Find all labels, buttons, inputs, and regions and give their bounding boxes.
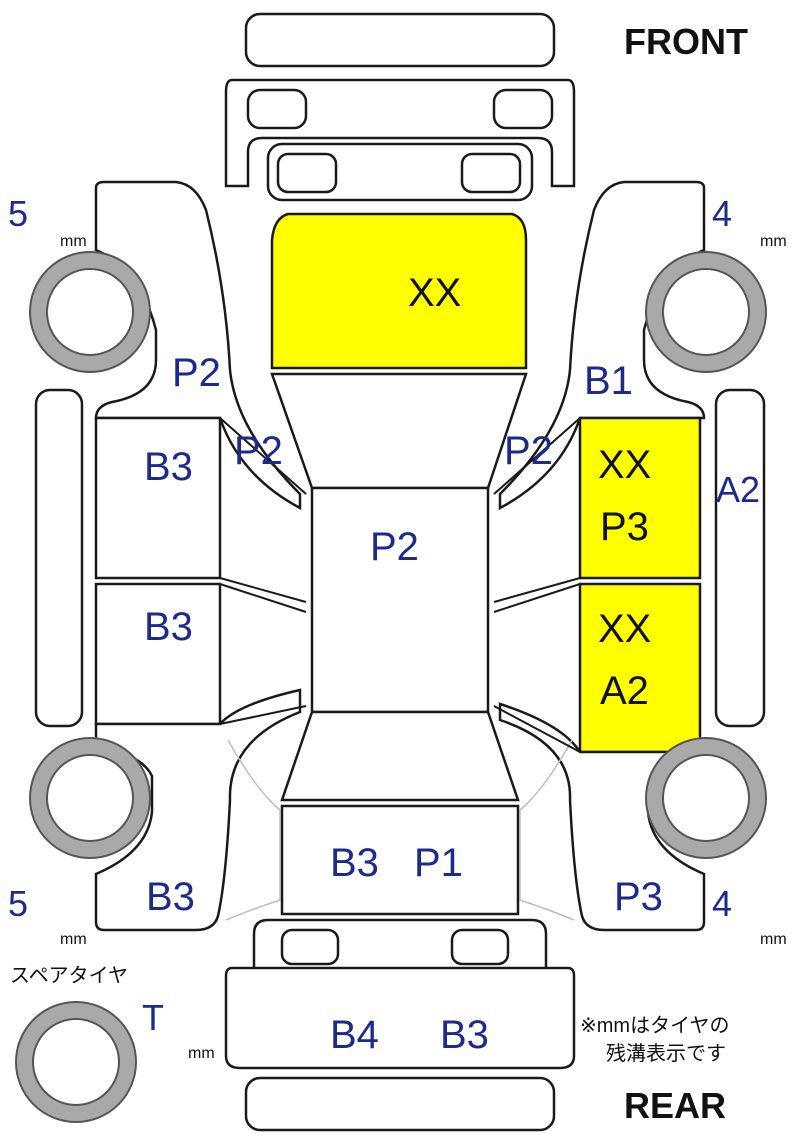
- foglight-right[interactable]: [460, 152, 522, 194]
- tire-spare[interactable]: [15, 1001, 137, 1123]
- code-right-front-door-2: P3: [600, 505, 649, 549]
- rear-panel[interactable]: [224, 966, 576, 1070]
- right-c-pillar-line: [493, 705, 581, 753]
- trunk[interactable]: [280, 804, 520, 916]
- tire-rear-right[interactable]: [645, 737, 767, 859]
- code-left-rear-door: B3: [144, 605, 193, 649]
- left-front-fender[interactable]: [94, 180, 302, 511]
- front-label: FRONT: [624, 21, 748, 62]
- front-grille-area[interactable]: [224, 78, 576, 188]
- rear-bumper[interactable]: [244, 1076, 556, 1132]
- code-hood: XX: [408, 271, 461, 315]
- windshield[interactable]: [270, 372, 528, 490]
- right-rocker[interactable]: [714, 388, 766, 728]
- right-a-pillar-line: [493, 417, 581, 495]
- rear-window[interactable]: [280, 710, 520, 802]
- code-right-rear-door-2: A2: [600, 669, 649, 713]
- code-right-quarter: P3: [614, 875, 663, 919]
- note-line-2: 残溝表示です: [606, 1042, 726, 1065]
- rear-label: REAR: [624, 1085, 726, 1126]
- code-left-pillar-front: P2: [234, 429, 283, 473]
- tire-unit-rear-right: mm: [760, 931, 787, 948]
- code-left-quarter: B3: [146, 875, 195, 919]
- code-rear-panel-1: B4: [330, 1013, 379, 1057]
- right-front-fender[interactable]: [498, 180, 706, 511]
- tire-depth-front-left: 5: [8, 193, 28, 234]
- code-trunk-2: P1: [414, 841, 463, 885]
- code-right-fender: B1: [584, 359, 633, 403]
- tire-depth-front-right: 4: [712, 193, 732, 234]
- roof[interactable]: [310, 486, 490, 714]
- front-bumper[interactable]: [244, 12, 556, 68]
- tire-unit-front-left: mm: [60, 233, 87, 250]
- headlight-right[interactable]: [492, 88, 554, 130]
- right-front-door[interactable]: [578, 416, 702, 580]
- right-door-line-1: [493, 577, 581, 603]
- left-ghost-outline: [225, 739, 281, 921]
- spare-tire-label: スペアタイヤ: [10, 964, 128, 987]
- tire-front-right[interactable]: [645, 251, 767, 373]
- foglight-left[interactable]: [276, 152, 338, 194]
- taillight-right[interactable]: [450, 928, 510, 966]
- code-right-rear-door-1: XX: [598, 607, 651, 651]
- left-rocker[interactable]: [34, 388, 84, 728]
- tire-rear-left[interactable]: [29, 737, 151, 859]
- code-left-front-door: B3: [144, 445, 193, 489]
- headlight-left[interactable]: [246, 88, 308, 130]
- note-line-1: ※mmはタイヤの: [580, 1014, 729, 1037]
- right-door-line-2: [493, 583, 581, 613]
- code-right-front-door-1: XX: [598, 443, 651, 487]
- left-front-door[interactable]: [94, 416, 222, 580]
- left-quarter-panel[interactable]: [94, 688, 302, 932]
- taillight-left[interactable]: [280, 928, 340, 966]
- left-door-line-1: [219, 577, 307, 603]
- tire-unit-rear-left: mm: [60, 931, 87, 948]
- code-trunk-1: B3: [330, 841, 379, 885]
- right-ghost-outline: [519, 739, 575, 921]
- code-left-fender: P2: [172, 351, 221, 395]
- tire-unit-front-right: mm: [760, 233, 787, 250]
- tire-depth-rear-right: 4: [712, 883, 732, 924]
- left-a-pillar-line: [219, 417, 307, 495]
- tire-depth-rear-left: 5: [8, 883, 28, 924]
- hood[interactable]: [270, 212, 528, 370]
- code-right-rocker: A2: [716, 469, 760, 510]
- code-right-pillar-front: P2: [504, 429, 553, 473]
- code-rear-panel-2: B3: [440, 1013, 489, 1057]
- tire-front-left[interactable]: [29, 251, 151, 373]
- tire-depth-spare: T: [142, 997, 164, 1038]
- code-roof: P2: [370, 525, 419, 569]
- left-c-pillar-line: [219, 705, 307, 725]
- tire-unit-spare: mm: [188, 1045, 215, 1062]
- left-door-line-2: [219, 583, 307, 613]
